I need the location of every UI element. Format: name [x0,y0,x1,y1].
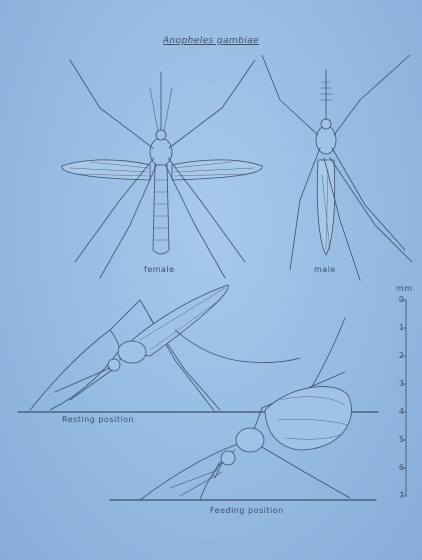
scale-tick-label: 0 [396,295,404,304]
scale-tick-label: 6 [396,463,404,472]
scale-tick-label: 2 [396,351,404,360]
scale-tick-label: 1 [396,323,404,332]
scale-tick-label: 5 [396,435,404,444]
feeding-position-label: Feeding position [210,506,284,515]
male-mosquito-drawing [262,55,412,280]
scale-unit-label: mm [396,284,413,293]
female-mosquito-drawing [62,60,262,278]
scale-tick-label: 3 [396,379,404,388]
scale-tick-label: 4 [396,407,404,416]
resting-position-label: Resting position [62,415,134,424]
female-label: female [144,265,175,274]
scale-tick-label: 7 [396,491,404,500]
male-label: male [314,265,336,274]
